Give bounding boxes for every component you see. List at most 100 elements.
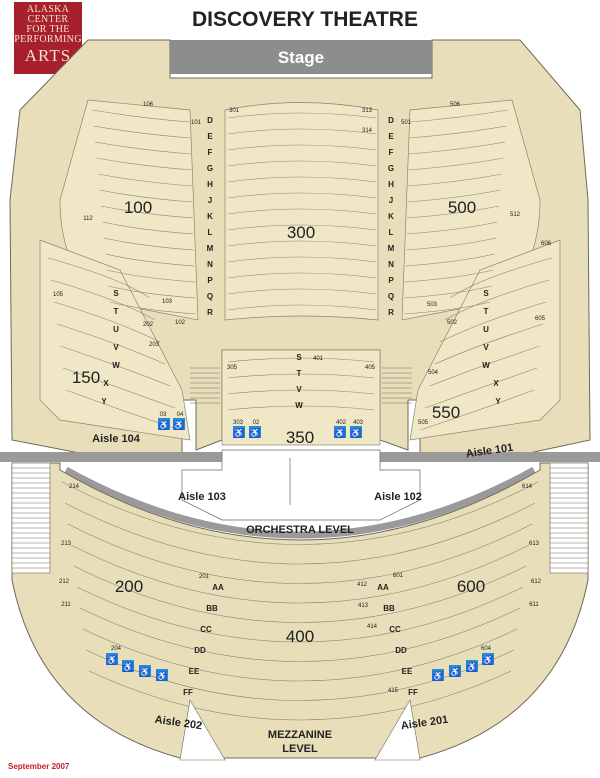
aisle-201-wedge xyxy=(374,699,421,761)
mezzanine-label: MEZZANINE xyxy=(268,729,332,741)
seat-number: 03 xyxy=(160,412,167,418)
seat-row xyxy=(93,125,191,139)
seat-row xyxy=(439,301,547,343)
wheelchair-icon xyxy=(173,418,185,430)
seat-row xyxy=(429,345,541,387)
row-letter: F xyxy=(208,148,213,157)
stairs-right xyxy=(382,367,412,404)
row-letter: AA xyxy=(377,583,389,592)
row-letter: D xyxy=(207,116,213,125)
orchestra-aisle-box xyxy=(181,449,421,521)
alaska-center-logo: ALASKA CENTER FOR THE PERFORMING ARTS xyxy=(14,2,82,74)
seat-row xyxy=(64,502,536,565)
section-300-label: 300 xyxy=(287,223,315,242)
row-letter: Y xyxy=(495,397,501,406)
seat-number: 101 xyxy=(191,120,202,126)
seat-numbers: 106 506 301 313 314 501 101 112 512 303 … xyxy=(53,102,552,694)
seat-row xyxy=(91,109,191,123)
seat-number: 214 xyxy=(69,484,80,490)
seat-row xyxy=(76,586,524,643)
seat-row xyxy=(100,205,194,219)
seat-row xyxy=(61,481,539,545)
row-letter: M xyxy=(207,244,214,253)
row-letter: E xyxy=(207,132,213,141)
seat-row xyxy=(227,128,377,135)
row-letter: N xyxy=(388,260,394,269)
seat-row xyxy=(227,208,377,215)
seat-row xyxy=(406,221,498,235)
stairs-left xyxy=(190,367,220,404)
seat-row xyxy=(79,607,521,662)
seat-number: 313 xyxy=(362,108,373,114)
svg-text:♿: ♿ xyxy=(449,666,460,677)
seat-row xyxy=(403,301,491,315)
section-550-label: 550 xyxy=(432,403,460,422)
wheelchair-icon xyxy=(482,653,494,665)
seat-row xyxy=(407,173,503,187)
seat-row xyxy=(102,221,194,235)
row-letter: L xyxy=(389,228,394,237)
logo-line-3: FOR THE xyxy=(26,24,70,35)
aisle-labels: Aisle 104 Aisle 101 Aisle 103 Aisle 102 … xyxy=(92,433,514,755)
seat-number: 211 xyxy=(61,602,71,608)
wheelchair-icon xyxy=(449,665,461,677)
row-letter: CC xyxy=(200,625,212,634)
row-letter: W xyxy=(482,361,490,370)
row-letter: V xyxy=(483,343,489,352)
seat-number: 604 xyxy=(481,646,492,652)
row-letter: K xyxy=(207,212,213,221)
wheelchair-icon xyxy=(139,665,151,677)
svg-text:♿: ♿ xyxy=(334,427,345,438)
section-300-block xyxy=(224,102,379,321)
row-letter: D xyxy=(388,116,394,125)
seat-number: 414 xyxy=(367,624,378,630)
seat-number: 501 xyxy=(401,120,412,126)
seat-row xyxy=(404,269,494,283)
row-letter: G xyxy=(388,164,394,173)
section-350-label: 350 xyxy=(286,428,314,447)
wheelchair-icon xyxy=(249,426,261,438)
seat-number: 402 xyxy=(336,420,347,426)
logo-line-4: PERFORMING xyxy=(14,34,82,45)
seat-number: 413 xyxy=(358,603,369,609)
seat-row xyxy=(47,257,151,299)
seat-row xyxy=(88,670,512,721)
svg-text:♿: ♿ xyxy=(233,427,244,438)
svg-text:♿: ♿ xyxy=(350,427,361,438)
seat-row xyxy=(106,269,196,283)
seat-row xyxy=(99,189,193,203)
seat-row xyxy=(73,565,527,623)
wheelchair-icon xyxy=(122,660,134,672)
seat-row xyxy=(227,373,375,379)
row-letter: Q xyxy=(207,292,213,301)
svg-text:♿: ♿ xyxy=(482,654,493,665)
seat-number: 303 xyxy=(233,420,244,426)
mezzanine-floor xyxy=(11,462,589,759)
footer-date: September 2007 xyxy=(8,762,70,771)
seat-number: 314 xyxy=(362,128,373,134)
svg-text:♿: ♿ xyxy=(106,654,117,665)
mezz-stair-treads xyxy=(12,467,588,569)
row-letter: P xyxy=(388,276,394,285)
row-letter: EE xyxy=(189,667,200,676)
seat-row xyxy=(407,189,501,203)
seat-row xyxy=(408,141,506,155)
seat-row xyxy=(227,192,377,199)
seat-row xyxy=(109,301,197,315)
seat-row xyxy=(227,256,377,263)
wheelchair-icon xyxy=(233,426,245,438)
row-letter: V xyxy=(296,385,302,394)
seat-row xyxy=(424,367,538,409)
seat-number: 502 xyxy=(447,320,458,326)
orchestra-level-label: ORCHESTRA LEVEL xyxy=(246,524,354,536)
stage xyxy=(170,40,432,74)
seat-number: 212 xyxy=(59,579,70,585)
seat-row xyxy=(409,125,507,139)
seat-row xyxy=(408,157,504,171)
row-letter: J xyxy=(389,196,393,205)
seat-number: 401 xyxy=(313,356,324,362)
row-letter: L xyxy=(208,228,213,237)
wheelchair-glyphs: ♿♿ ♿♿ ♿♿ ♿♿ ♿♿ ♿♿ ♿♿ xyxy=(106,419,493,681)
seat-row xyxy=(70,544,530,604)
row-letter: H xyxy=(388,180,394,189)
